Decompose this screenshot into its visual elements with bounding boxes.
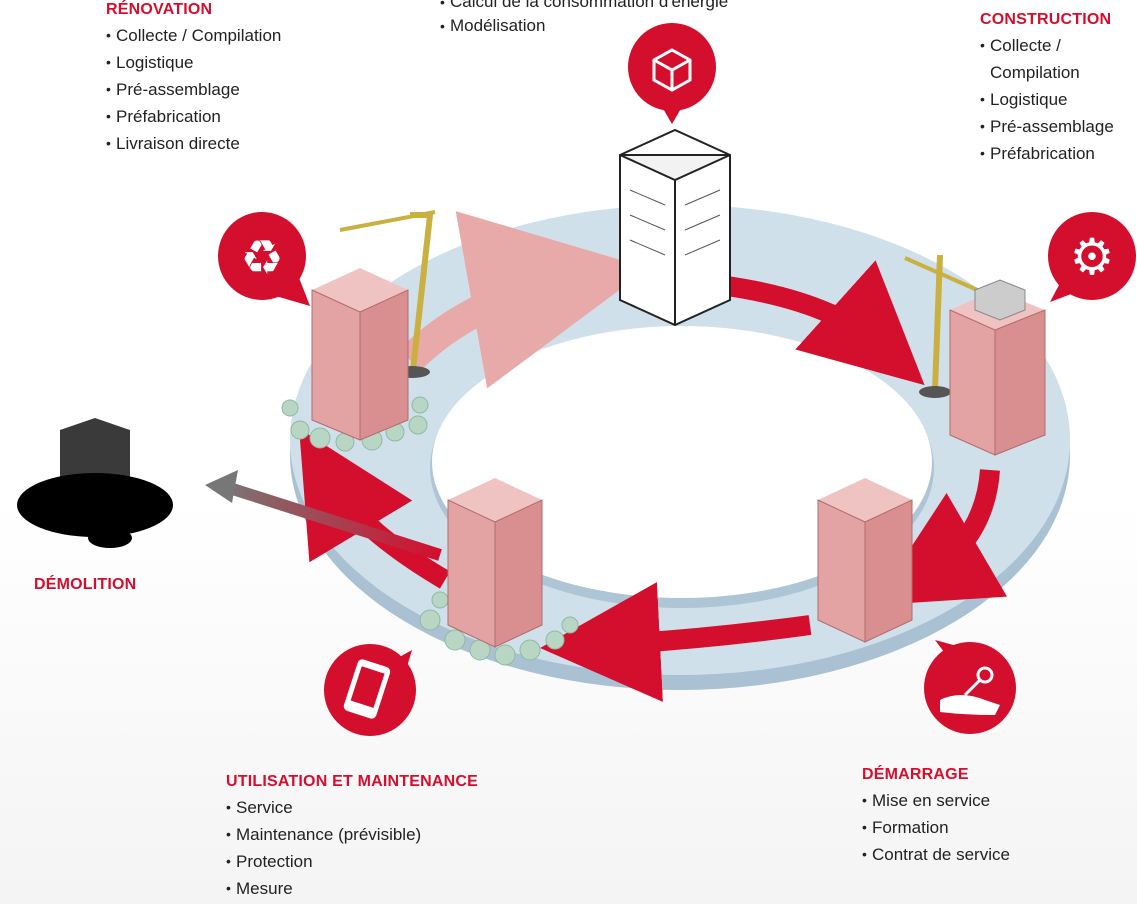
arrow-construction-to-startup bbox=[873, 469, 1008, 606]
list-item: Préfabrication bbox=[980, 140, 1137, 167]
list-item: Logistique bbox=[106, 49, 281, 76]
arrow-planning-to-construction bbox=[718, 260, 925, 386]
startup-list: Mise en service Formation Contrat de ser… bbox=[862, 787, 1010, 868]
list-item: Calcul de la consommation d'énergie bbox=[440, 0, 728, 14]
building-startup bbox=[817, 478, 913, 643]
list-item: Modélisation bbox=[440, 14, 728, 38]
cycle-arrows bbox=[205, 211, 1008, 702]
list-item: Pré-assemblage bbox=[980, 113, 1137, 140]
svg-text:⚙: ⚙ bbox=[1070, 228, 1115, 286]
list-item: Livraison directe bbox=[106, 130, 281, 157]
demolition-block: DÉMOLITION bbox=[34, 575, 136, 595]
list-item: Service bbox=[226, 794, 478, 821]
svg-text:♻: ♻ bbox=[240, 230, 283, 286]
recycle-icon: ♻ bbox=[218, 212, 310, 306]
shrubs bbox=[281, 396, 579, 666]
list-item: Protection bbox=[226, 848, 478, 875]
arrow-startup-to-usage bbox=[540, 582, 812, 702]
list-item: Mise en service bbox=[862, 787, 1010, 814]
phone-icon bbox=[324, 644, 416, 736]
construction-title: CONSTRUCTION bbox=[980, 11, 1112, 28]
list-item: Maintenance (prévisible) bbox=[226, 821, 478, 848]
demolition-rubble bbox=[17, 418, 173, 548]
renovation-list: Collecte / Compilation Logistique Pré-as… bbox=[106, 22, 281, 157]
cube-model-icon bbox=[628, 23, 716, 124]
building-planning bbox=[619, 128, 731, 327]
renovation-block: RÉNOVATION Collecte / Compilation Logist… bbox=[106, 0, 281, 157]
planning-block: Calcul de la consommation d'énergie Modé… bbox=[440, 0, 728, 38]
startup-block: DÉMARRAGE Mise en service Formation Cont… bbox=[862, 765, 1010, 868]
list-item: Collecte / Compilation bbox=[980, 32, 1110, 86]
construction-block: CONSTRUCTION Collecte / Compilation Logi… bbox=[980, 10, 1137, 167]
usage-title: UTILISATION ET MAINTENANCE bbox=[226, 773, 479, 790]
list-item: Formation bbox=[862, 814, 1010, 841]
usage-list: Service Maintenance (prévisible) Protect… bbox=[226, 794, 478, 902]
building-construction bbox=[904, 254, 1046, 456]
building-usage bbox=[447, 478, 543, 648]
list-item: Préfabrication bbox=[106, 103, 281, 130]
list-item: Mesure bbox=[226, 875, 478, 902]
renovation-title: RÉNOVATION bbox=[106, 1, 213, 18]
gear-icon: ⚙ bbox=[1048, 212, 1136, 302]
startup-title: DÉMARRAGE bbox=[862, 766, 969, 783]
building-renovation bbox=[311, 210, 436, 441]
arrow-renovation-to-planning bbox=[399, 211, 649, 389]
list-item: Contrat de service bbox=[862, 841, 1010, 868]
list-item: Pré-assemblage bbox=[106, 76, 281, 103]
arrow-to-demolition bbox=[218, 479, 442, 561]
list-item: Collecte / Compilation bbox=[106, 22, 281, 49]
construction-list: Collecte / Compilation Logistique Pré-as… bbox=[980, 32, 1137, 167]
usage-block: UTILISATION ET MAINTENANCE Service Maint… bbox=[226, 772, 478, 902]
hand-key-icon bbox=[924, 640, 1016, 734]
list-item: Logistique bbox=[980, 86, 1137, 113]
planning-list: Calcul de la consommation d'énergie Modé… bbox=[440, 0, 728, 38]
demolition-title: DÉMOLITION bbox=[34, 576, 137, 593]
